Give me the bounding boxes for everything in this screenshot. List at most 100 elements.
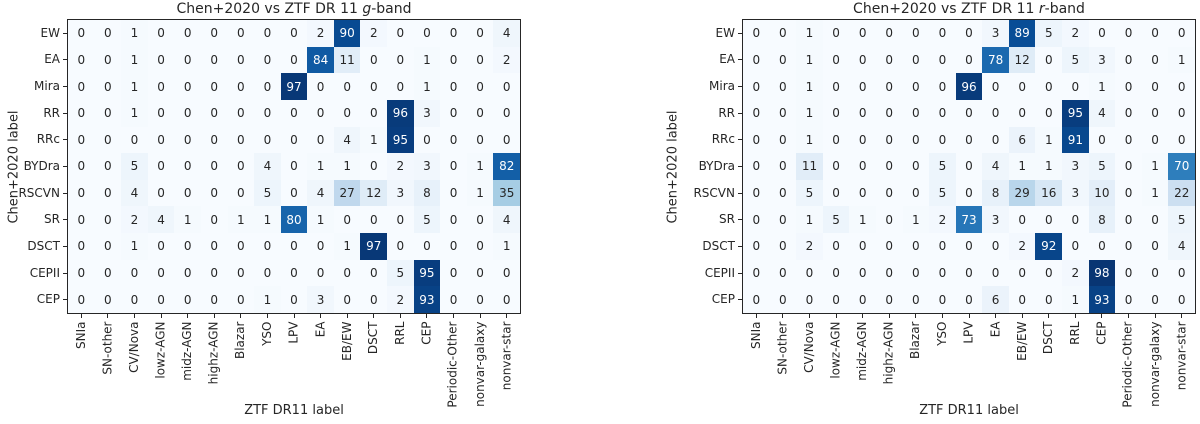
heatmap-cell: 1 bbox=[796, 206, 823, 234]
heatmap-cell: 5 bbox=[387, 259, 414, 287]
x-tick-mark bbox=[1154, 314, 1156, 318]
x-tick-mark bbox=[941, 314, 943, 318]
heatmap-cell: 0 bbox=[822, 46, 850, 74]
heatmap-cell: 1 bbox=[254, 206, 281, 234]
heatmap-cell: 0 bbox=[387, 20, 414, 47]
heatmap-cell: 0 bbox=[1141, 233, 1169, 260]
heatmap-cell: 5 bbox=[1088, 153, 1116, 180]
heatmap-cell: 0 bbox=[94, 286, 122, 313]
x-tick-label: DSCT bbox=[1041, 321, 1056, 354]
heatmap-cell: 0 bbox=[1115, 286, 1142, 313]
y-tick-label: CEP bbox=[711, 292, 735, 307]
heatmap-cell: 84 bbox=[307, 46, 334, 74]
y-tick-label: DSCT bbox=[702, 238, 735, 253]
heatmap-cell: 0 bbox=[121, 259, 148, 287]
heatmap-cell: 97 bbox=[360, 233, 388, 260]
heatmap-cell: 0 bbox=[743, 233, 770, 260]
x-tick-label: nonvar-star bbox=[499, 321, 514, 390]
y-tick-mark bbox=[63, 139, 67, 141]
heatmap-cell: 0 bbox=[280, 99, 308, 127]
gband-panel: Chen+2020 vs ZTF DR 11 g-band Chen+2020 … bbox=[7, 1, 521, 418]
heatmap-cell: 0 bbox=[1035, 99, 1063, 127]
heatmap-cell: 0 bbox=[822, 259, 850, 287]
heatmap-cell: 0 bbox=[174, 46, 201, 74]
heatmap-cell: 0 bbox=[493, 126, 520, 154]
heatmap-cell: 0 bbox=[440, 73, 467, 100]
heatmap-cell: 1 bbox=[121, 73, 148, 100]
heatmap-cell: 0 bbox=[227, 73, 255, 100]
heatmap-cell: 16 bbox=[1035, 179, 1063, 207]
heatmap-cell: 4 bbox=[307, 179, 334, 207]
heatmap-cell: 0 bbox=[387, 233, 414, 260]
x-tick-label: Periodic-Other bbox=[446, 321, 461, 408]
heatmap-cell: 0 bbox=[466, 233, 494, 260]
y-tick-label: EA bbox=[44, 52, 60, 67]
heatmap-cell: 0 bbox=[955, 233, 983, 260]
heatmap-cell: 1 bbox=[1035, 153, 1063, 180]
heatmap-cell: 0 bbox=[875, 73, 903, 100]
x-tick-label: LPV bbox=[286, 321, 301, 344]
x-tick-mark bbox=[293, 314, 295, 318]
heatmap-cell: 0 bbox=[227, 259, 255, 287]
heatmap-cell: 0 bbox=[413, 20, 441, 47]
heatmap-cell: 5 bbox=[1168, 206, 1195, 234]
heatmap-cell: 0 bbox=[200, 73, 228, 100]
heatmap-cell: 0 bbox=[796, 259, 823, 287]
heatmap-cell: 0 bbox=[769, 179, 797, 207]
heatmap-cell: 0 bbox=[902, 153, 930, 180]
heatmap-cell: 0 bbox=[743, 73, 770, 100]
heatmap-cell: 0 bbox=[227, 126, 255, 154]
heatmap-cell: 0 bbox=[147, 20, 175, 47]
heatmap-cell: 0 bbox=[902, 286, 930, 313]
heatmap-cell: 95 bbox=[387, 126, 414, 154]
heatmap-cell: 0 bbox=[333, 206, 361, 234]
x-tick-label: Blazar bbox=[908, 321, 923, 359]
heatmap-cell: 1 bbox=[1062, 286, 1089, 313]
heatmap-cell: 1 bbox=[466, 153, 494, 180]
heatmap-cell: 95 bbox=[1062, 99, 1089, 127]
x-tick-mark bbox=[506, 314, 508, 318]
heatmap-cell: 1 bbox=[1168, 46, 1195, 74]
heatmap-cell: 0 bbox=[200, 46, 228, 74]
heatmap-cell: 1 bbox=[333, 153, 361, 180]
x-tick-label: Blazar bbox=[233, 321, 248, 359]
heatmap-cell: 0 bbox=[280, 20, 308, 47]
heatmap-cell: 3 bbox=[1088, 46, 1116, 74]
heatmap-cell: 1 bbox=[307, 206, 334, 234]
heatmap-cell: 0 bbox=[466, 126, 494, 154]
y-tick-label: SR bbox=[719, 212, 735, 227]
heatmap-cell: 0 bbox=[875, 20, 903, 47]
heatmap-cell: 5 bbox=[929, 179, 956, 207]
heatmap-cell: 0 bbox=[94, 153, 122, 180]
heatmap-cell: 0 bbox=[200, 20, 228, 47]
y-tick-mark bbox=[63, 32, 67, 34]
heatmap-cell: 1 bbox=[360, 126, 388, 154]
x-tick-mark bbox=[782, 314, 784, 318]
heatmap-cell: 0 bbox=[743, 153, 770, 180]
heatmap-cell: 1 bbox=[466, 179, 494, 207]
heatmap-cell: 2 bbox=[387, 153, 414, 180]
heatmap-cell: 1 bbox=[1141, 179, 1169, 207]
heatmap-cell: 0 bbox=[875, 259, 903, 287]
y-tick-label: Mira bbox=[709, 79, 735, 94]
y-tick-label: CEP bbox=[36, 292, 60, 307]
y-tick-mark bbox=[738, 299, 742, 301]
heatmap-cell: 0 bbox=[1115, 153, 1142, 180]
heatmap-cell: 0 bbox=[875, 126, 903, 154]
heatmap-cell: 10 bbox=[1088, 179, 1116, 207]
x-tick-mark bbox=[915, 314, 917, 318]
heatmap-cell: 1 bbox=[413, 73, 441, 100]
heatmap-cell: 0 bbox=[955, 153, 983, 180]
heatmap-cell: 6 bbox=[1008, 126, 1036, 154]
heatmap-cell: 0 bbox=[902, 99, 930, 127]
heatmap-cell: 1 bbox=[1008, 153, 1036, 180]
heatmap-cell: 0 bbox=[875, 206, 903, 234]
heatmap-cell: 0 bbox=[254, 126, 281, 154]
heatmap-cell: 0 bbox=[94, 206, 122, 234]
heatmap-cell: 0 bbox=[413, 233, 441, 260]
heatmap-cell: 0 bbox=[849, 179, 876, 207]
heatmap-cell: 80 bbox=[280, 206, 308, 234]
heatmap-cell: 2 bbox=[1008, 233, 1036, 260]
heatmap-cell: 0 bbox=[200, 99, 228, 127]
